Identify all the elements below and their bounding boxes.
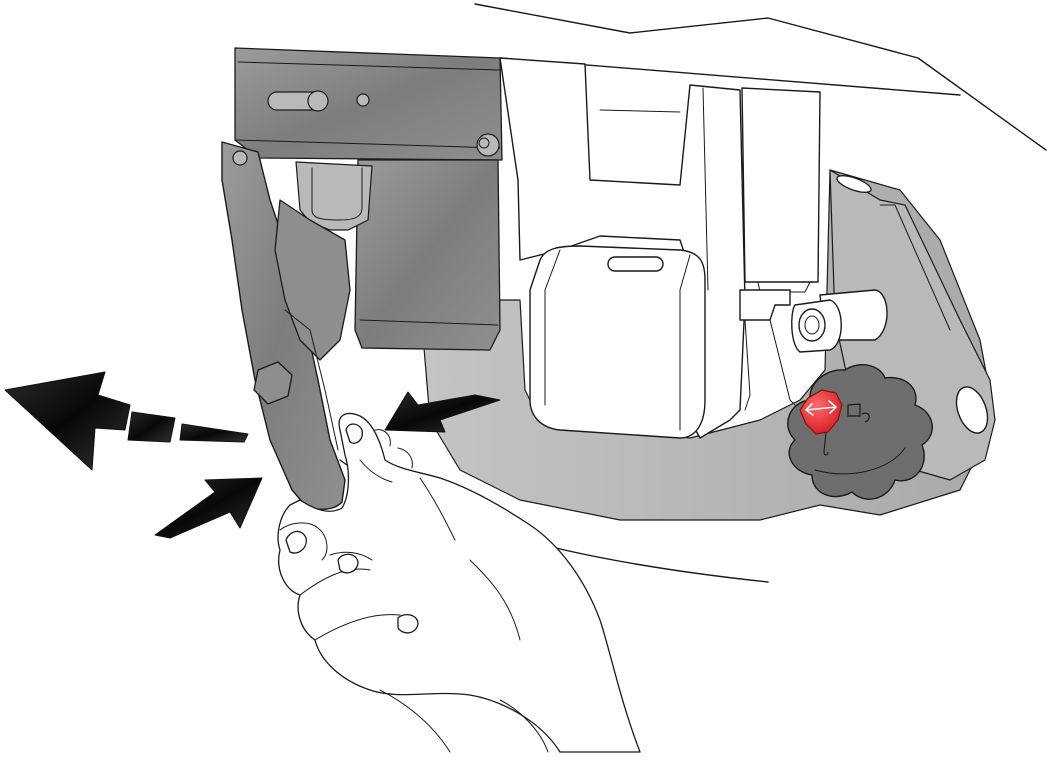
frame-column	[499, 57, 821, 439]
lower-plate	[354, 159, 501, 351]
top-housing	[234, 47, 503, 161]
arrow-push-right-lower-icon	[154, 477, 263, 539]
lock-unlock-arrow-icon	[799, 389, 870, 456]
pressure-pad	[529, 245, 706, 439]
spring-bracket	[295, 161, 373, 231]
arrow-pull-left-icon	[4, 371, 249, 471]
release-lever	[221, 141, 351, 510]
operator-hand	[277, 412, 641, 753]
star-knob	[787, 364, 933, 500]
arrow-push-left-icon	[384, 391, 501, 433]
hex-bolt	[739, 289, 888, 411]
